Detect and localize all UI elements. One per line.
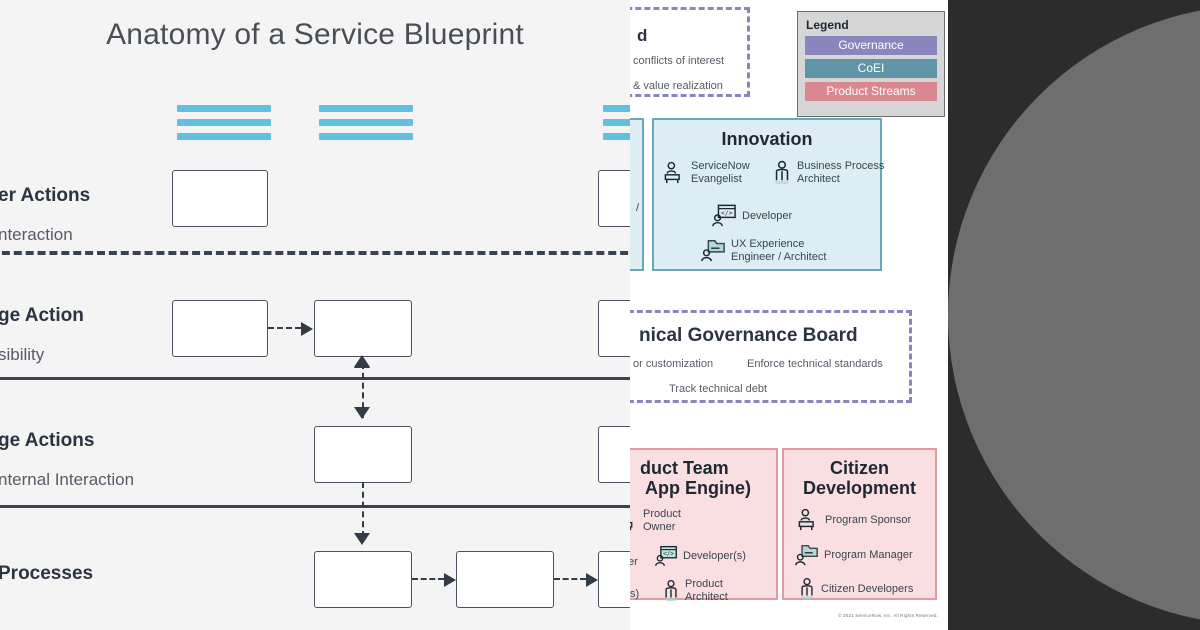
coei-innovation-title: Innovation [721, 129, 813, 149]
process-box[interactable] [598, 300, 630, 357]
svg-text:</>: </> [663, 551, 674, 558]
lane-label-backstage-actions: ge Actions [0, 430, 95, 451]
governance-board-top-title: d [637, 26, 648, 45]
role-label: Program Sponsor [825, 513, 912, 526]
person-folder-icon [795, 544, 818, 566]
line-of-internal-interaction-divider [0, 505, 630, 508]
process-box[interactable] [172, 300, 268, 357]
governance-board-top[interactable]: d conflicts of interest & value realizat… [630, 7, 750, 97]
lane-label-customer-actions: er Actions [0, 185, 91, 206]
flow-arrow [554, 573, 598, 587]
clipped-role-label: s) [630, 588, 640, 600]
copyright-notice: © 2021 ServiceNow, Inc. All Rights Reser… [838, 613, 938, 618]
governance-board-top-item: & value realization [633, 80, 723, 92]
role-developer: </> Developer [711, 204, 792, 228]
line-of-interaction-divider [0, 251, 630, 255]
governance-board-top-item: conflicts of interest [633, 55, 725, 67]
flow-arrow-vertical [362, 482, 364, 537]
legend-row-governance: Governance [805, 36, 937, 55]
svg-text:</>: </> [721, 209, 733, 217]
person-suit-icon [664, 579, 678, 601]
technical-governance-board-title: nical Governance Board [639, 325, 858, 346]
process-box[interactable] [598, 551, 630, 608]
process-box[interactable] [314, 426, 412, 483]
page-title: Anatomy of a Service Blueprint [106, 18, 524, 51]
person-desk-icon [798, 508, 814, 531]
journey-step-icon-2 [319, 105, 413, 147]
role-label: Developer [742, 209, 793, 222]
person-folder-icon [701, 240, 725, 262]
role-program-sponsor: Program Sponsor [798, 508, 911, 532]
legend-row-coei: CoEI [805, 59, 937, 78]
service-blueprint-slide: Anatomy of a Service Blueprint er Action… [0, 0, 630, 630]
coei-box-clipped[interactable] [630, 118, 644, 271]
coe-operating-model-overlay: Legend Governance CoEI Product Streams d… [630, 0, 948, 630]
journey-step-icon-1 [177, 105, 271, 147]
role-program-manager: Program Manager [794, 543, 913, 567]
role-label: Developer(s) [683, 550, 746, 563]
lane-label-frontstage-action: ge Action [0, 305, 84, 326]
arrowhead-down-icon [354, 533, 370, 545]
lane-sub-line-of-internal-interaction: nternal Interaction [0, 470, 135, 489]
flow-arrow-vertical [362, 363, 364, 418]
lane-label-support-processes: Processes [0, 563, 94, 584]
lane-sub-line-of-interaction: nteraction [0, 225, 73, 244]
coei-clipped-label: / [636, 202, 640, 214]
journey-step-icon-3 [603, 105, 630, 147]
arrowhead-down-icon [354, 407, 370, 419]
process-box[interactable] [598, 170, 630, 227]
role-developers: </> Developer(s) [654, 545, 746, 568]
role-citizen-developers: Citizen Developers [798, 577, 913, 601]
person-code-icon: </> [655, 545, 677, 567]
clipped-role-label: er [630, 556, 638, 568]
process-box[interactable] [314, 551, 412, 608]
flow-arrow [268, 322, 313, 336]
arrowhead-up-icon [354, 355, 370, 367]
legend-row-product-streams: Product Streams [805, 82, 937, 101]
person-suit-icon [800, 577, 814, 600]
process-box[interactable] [598, 426, 630, 483]
person-code-icon: </> [712, 204, 736, 227]
technical-governance-board[interactable]: nical Governance Board or customization … [630, 310, 912, 403]
lane-sub-line-of-visibility: sibility [0, 345, 45, 364]
legend: Legend Governance CoEI Product Streams [797, 11, 945, 117]
product-team-title: duct Team App Engine) [640, 458, 751, 499]
role-label: Program Manager [824, 548, 913, 561]
technical-governance-board-item: or customization [633, 358, 714, 370]
person-desk-icon [630, 521, 633, 530]
process-box[interactable] [456, 551, 554, 608]
process-box[interactable] [314, 300, 412, 357]
role-label: Citizen Developers [821, 582, 914, 595]
person-desk-icon [664, 161, 680, 183]
line-of-visibility-divider [0, 377, 630, 380]
legend-title: Legend [806, 18, 849, 32]
technical-governance-board-item: Enforce technical standards [747, 358, 883, 370]
technical-governance-board-item: Track technical debt [669, 383, 768, 395]
flow-arrow [412, 573, 456, 587]
process-box[interactable] [172, 170, 268, 227]
decorative-circle [948, 5, 1200, 625]
person-suit-icon [774, 160, 790, 185]
